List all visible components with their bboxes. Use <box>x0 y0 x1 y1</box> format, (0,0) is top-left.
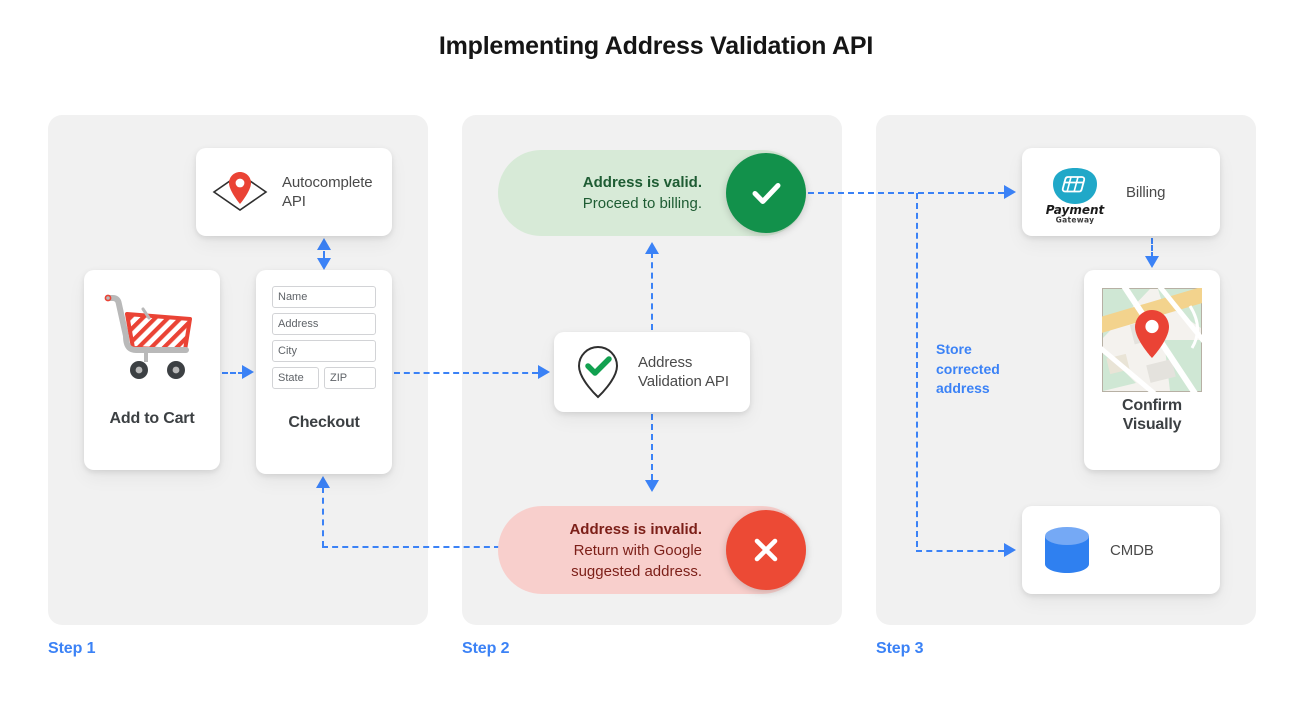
connector-store-cmdb <box>916 550 1004 552</box>
address-valid-pill[interactable]: Address is valid. Proceed to billing. <box>498 150 806 236</box>
connector-billing-map <box>1151 238 1153 258</box>
billing-card[interactable]: Payment Gateway Billing <box>1022 148 1220 236</box>
svg-text:Payment: Payment <box>1046 203 1106 217</box>
database-icon <box>1042 524 1092 576</box>
checkout-card[interactable]: Name Address City State ZIP Checkout <box>256 270 392 474</box>
map-pin-check-icon <box>572 343 624 401</box>
connector-arrow-up-autocomplete <box>317 238 331 250</box>
map-thumbnail-icon <box>1102 288 1202 392</box>
connector-arrow-cart-checkout <box>242 365 254 379</box>
connector-arrow-checkout-validation <box>538 365 550 379</box>
close-icon <box>726 510 806 590</box>
address-validation-api-card[interactable]: Address Validation API <box>554 332 750 412</box>
shopping-cart-icon <box>102 292 202 388</box>
connector-checkout-validation <box>394 372 538 374</box>
connector-invalid-return <box>322 546 500 548</box>
connector-arrow-validation-invalid <box>645 480 659 492</box>
billing-label: Billing <box>1126 183 1166 201</box>
connector-arrow-validation-valid <box>645 242 659 254</box>
zip-field[interactable]: ZIP <box>324 367 376 389</box>
autocomplete-api-card[interactable]: Autocomplete API <box>196 148 392 236</box>
step-1-label: Step 1 <box>48 640 96 657</box>
connector-arrow-return-checkout <box>316 476 330 488</box>
connector-cart-checkout <box>222 372 244 374</box>
cmdb-card[interactable]: CMDB <box>1022 506 1220 594</box>
payment-gateway-icon: Payment Gateway <box>1038 163 1112 225</box>
connector-valid-billing <box>808 192 1004 194</box>
address-field[interactable]: Address <box>272 313 376 335</box>
map-pin-diamond-icon <box>210 166 270 218</box>
connector-store-branch <box>916 193 918 547</box>
svg-text:Gateway: Gateway <box>1056 216 1095 225</box>
page-title: Implementing Address Validation API <box>438 32 874 60</box>
store-corrected-address-note: Store corrected address <box>936 341 1000 396</box>
city-field[interactable]: City <box>272 340 376 362</box>
checkout-caption: Checkout <box>288 414 360 431</box>
address-invalid-pill[interactable]: Address is invalid. Return with Google s… <box>498 506 806 594</box>
name-field[interactable]: Name <box>272 286 376 308</box>
connector-arrow-store-cmdb <box>1004 543 1016 557</box>
confirm-visually-card[interactable]: Confirm Visually <box>1084 270 1220 470</box>
check-icon <box>726 153 806 233</box>
connector-validation-valid <box>651 252 653 330</box>
connector-invalid-return-vertical <box>322 487 324 547</box>
autocomplete-api-label: Autocomplete API <box>282 174 373 210</box>
confirm-visually-caption: Confirm Visually <box>1122 397 1182 433</box>
add-to-cart-card[interactable]: Add to Cart <box>84 270 220 470</box>
connector-arrow-down-checkout <box>317 258 331 270</box>
add-to-cart-caption: Add to Cart <box>109 410 195 427</box>
step-3-label: Step 3 <box>876 640 924 657</box>
cmdb-label: CMDB <box>1110 541 1154 559</box>
connector-arrow-valid-billing <box>1004 185 1016 199</box>
step-2-label: Step 2 <box>462 640 510 657</box>
address-validation-api-label: Address Validation API <box>638 354 729 390</box>
connector-validation-invalid <box>651 414 653 480</box>
connector-autocomplete-checkout <box>323 251 325 258</box>
state-field[interactable]: State <box>272 367 319 389</box>
address-invalid-text: Address is invalid. Return with Google s… <box>569 520 702 580</box>
address-valid-text: Address is valid. Proceed to billing. <box>582 174 702 212</box>
connector-arrow-billing-map <box>1145 256 1159 268</box>
